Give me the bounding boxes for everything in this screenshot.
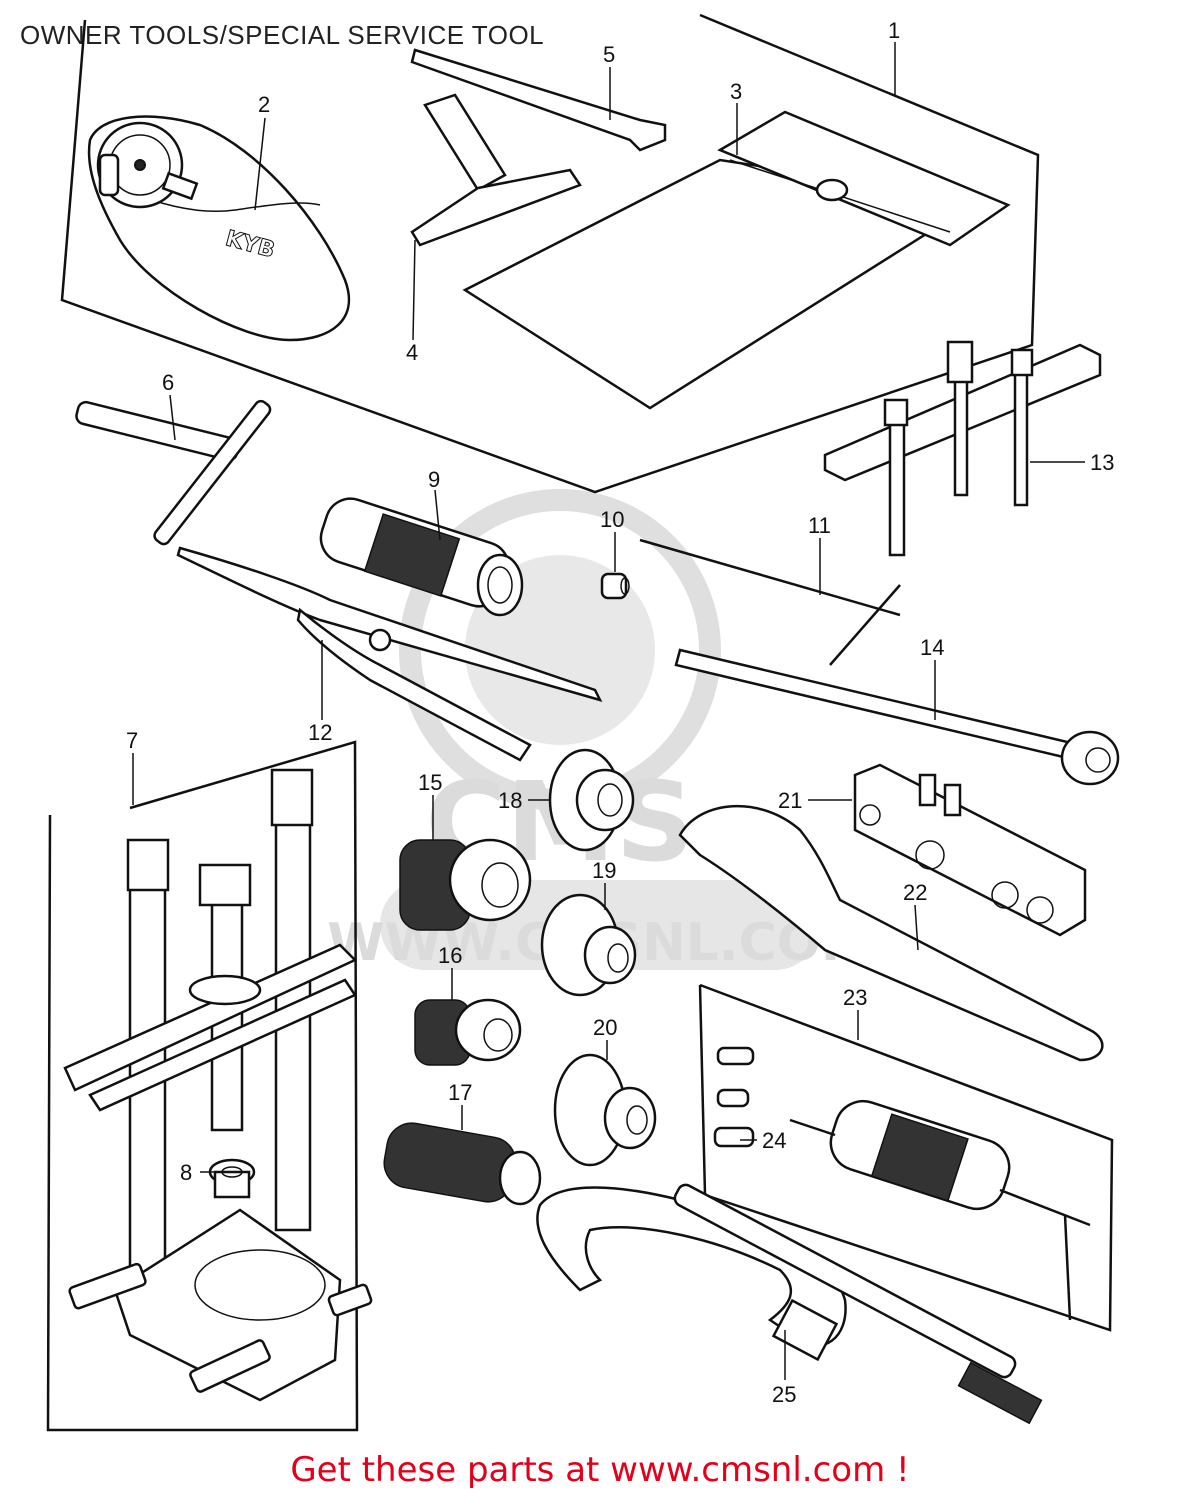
page-title: OWNER TOOLS/SPECIAL SERVICE TOOL [20, 20, 545, 50]
callout-21: 21 [778, 788, 802, 813]
callout-16: 16 [438, 943, 462, 968]
callout-6: 6 [162, 370, 174, 395]
collar-10 [600, 572, 630, 600]
tool-bag [462, 110, 1011, 410]
callout-18: 18 [498, 788, 522, 813]
callout-11: 11 [808, 513, 831, 538]
callout-10: 10 [600, 507, 624, 532]
callout-14: 14 [920, 635, 944, 660]
bearing-puller [46, 740, 373, 1432]
adapters-24 [713, 1046, 755, 1148]
footer-link[interactable]: Get these parts at www.cmsnl.com ! [290, 1450, 910, 1490]
callout-4: 4 [406, 340, 418, 365]
hook-spanner-22 [678, 804, 1104, 1062]
driver-15 [399, 838, 532, 931]
puller-bar-13 [823, 340, 1102, 557]
group-frame-23 [698, 983, 1114, 1332]
driver-19 [540, 893, 637, 997]
driver-16 [414, 998, 522, 1066]
callout-13: 13 [1090, 450, 1114, 475]
callout-17: 17 [448, 1080, 472, 1105]
leader-lines [132, 42, 1085, 1380]
callout-labels: 1 2 3 4 5 6 7 8 9 10 11 12 13 14 15 16 1… [126, 18, 1114, 1407]
spanner [410, 48, 667, 152]
callout-22: 22 [903, 880, 927, 905]
adapter-8 [208, 1158, 256, 1199]
circlip-pliers [176, 546, 603, 762]
callout-1: 1 [888, 18, 900, 43]
callout-23: 23 [843, 985, 867, 1010]
callout-2: 2 [258, 92, 270, 117]
block-21 [853, 763, 1087, 937]
callout-15: 15 [418, 770, 442, 795]
callout-19: 19 [592, 858, 616, 883]
callout-7: 7 [126, 728, 138, 753]
c-clamp-25 [536, 1183, 1043, 1425]
callout-3: 3 [730, 79, 742, 104]
callout-12: 12 [308, 720, 332, 745]
driver-20 [553, 1053, 657, 1167]
driver-handle-9 [319, 497, 524, 617]
pressure-gauge-pouch: KYB [87, 115, 351, 342]
rod-14 [674, 648, 1120, 786]
callout-9: 9 [428, 467, 440, 492]
callout-8: 8 [180, 1160, 192, 1185]
callout-24: 24 [762, 1128, 786, 1153]
callout-5: 5 [603, 42, 615, 67]
driver-17 [383, 1122, 542, 1206]
spark-plug-wrench [410, 93, 582, 247]
callout-25: 25 [772, 1382, 796, 1407]
tool-kit-frame [60, 13, 1040, 494]
t-rod-11 [639, 538, 901, 666]
t-handle [75, 399, 272, 546]
callout-20: 20 [593, 1015, 617, 1040]
